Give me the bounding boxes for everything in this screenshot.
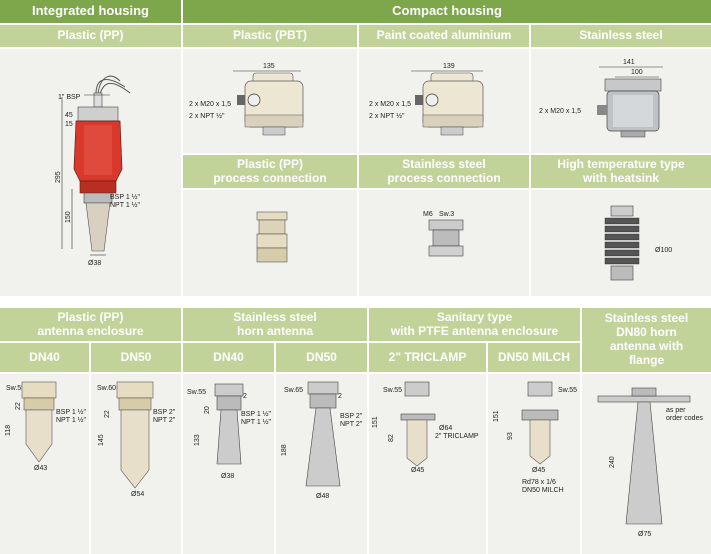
- subheader-pp-process-connection: Plastic (PP) process connection: [183, 155, 357, 188]
- label-22-b: 22: [104, 410, 111, 418]
- label-sw60: Sw.60: [97, 385, 116, 392]
- label-npt-half-alu: 2 x NPT ½": [369, 112, 405, 120]
- label-151-b: 151: [493, 410, 500, 422]
- integrated-sensor-drawing: 1" BSP 45 15 295 150 BSP 1 ½" NPT 1 ½" Ø…: [55, 75, 141, 267]
- label-240: 240: [609, 456, 616, 468]
- label-151-a: 151: [372, 416, 379, 428]
- label-bsp2-b: BSP 2": [340, 413, 363, 420]
- subheader-dn50-ss: DN50: [276, 343, 367, 372]
- label-2-a: 2: [243, 393, 247, 400]
- label-npt-1-5: NPT 1 ½": [110, 201, 140, 209]
- label-rd78: Rd78 x 1/6: [522, 479, 556, 486]
- pp-process-connection-drawing: [256, 211, 288, 263]
- label-sw55-a: Sw.55: [6, 385, 25, 392]
- pbt-housing-drawing: 135 2 x M20 x 1,5 2 x NPT ½": [189, 63, 304, 136]
- label-m20: 2 x M20 x 1,5: [189, 101, 231, 108]
- label-1in-bsp: 1" BSP: [58, 94, 81, 101]
- triclamp-drawing: Sw.55 151 82 Ø64 2" TRICLAMP Ø45: [372, 381, 479, 474]
- label-npt15-b: NPT 1 ½": [241, 418, 271, 426]
- label-triclamp: 2" TRICLAMP: [435, 433, 479, 440]
- milch-drawing: Sw.55 151 93 Ø45 Rd78 x 1/6 DN50 MILCH: [493, 381, 577, 494]
- label-npt-half: 2 x NPT ½": [189, 112, 225, 120]
- cell-triclamp: [369, 374, 486, 554]
- label-135: 135: [263, 63, 275, 70]
- label-bsp15-b: BSP 1 ½": [241, 410, 272, 418]
- label-22-a: 22: [15, 402, 22, 410]
- label-141: 141: [623, 59, 635, 66]
- label-d45-a: Ø45: [411, 467, 424, 474]
- subheader-stainless-steel: Stainless steel: [531, 25, 711, 47]
- header-integrated-housing: Integrated housing: [0, 0, 181, 23]
- cell-dn50-milch: [488, 374, 580, 554]
- subheader-high-temperature: High temperature type with heatsink: [531, 155, 711, 188]
- label-sw65: Sw.65: [284, 387, 303, 394]
- pp-dn40-drawing: Sw.55 22 118 BSP 1 ½" NPT 1 ½" Ø43: [5, 381, 87, 472]
- heatsink-drawing: Ø100: [604, 205, 672, 281]
- label-d75: Ø75: [638, 531, 651, 538]
- label-sw55-c: Sw.55: [383, 387, 402, 394]
- label-d43: Ø43: [34, 465, 47, 472]
- ss-process-connection-drawing: M6 Sw.3: [423, 211, 464, 257]
- label-d38: Ø38: [88, 260, 101, 267]
- aluminium-housing-drawing: 139 2 x M20 x 1,5 2 x NPT ½": [369, 63, 484, 136]
- subheader-paint-coated-aluminium: Paint coated aluminium: [359, 25, 529, 47]
- label-145: 145: [98, 434, 105, 446]
- label-npt2-b: NPT 2": [340, 421, 363, 428]
- label-d64: Ø64: [439, 425, 452, 432]
- label-m20-ss: 2 x M20 x 1,5: [539, 108, 581, 115]
- label-150: 150: [65, 211, 72, 223]
- label-m6: M6: [423, 211, 433, 218]
- label-npt2-a: NPT 2": [153, 417, 176, 424]
- subheader-dn50-milch: DN50 MILCH: [488, 343, 580, 372]
- label-139: 139: [443, 63, 455, 70]
- subheader-ss-process-connection: Stainless steel process connection: [359, 155, 529, 188]
- label-15: 15: [65, 121, 73, 128]
- subheader-dn50-pp: DN50: [91, 343, 181, 372]
- label-bsp15-a: BSP 1 ½": [56, 408, 87, 416]
- ss-dn40-drawing: Sw.55 20 2 133 BSP 1 ½" NPT 1 ½" Ø38: [187, 383, 272, 480]
- pp-dn50-drawing: Sw.60 22 145 BSP 2" NPT 2" Ø54: [97, 381, 176, 498]
- label-d48: Ø48: [316, 493, 329, 500]
- label-bsp2-a: BSP 2": [153, 409, 176, 416]
- subheader-ss-horn-antenna: Stainless steel horn antenna: [183, 308, 367, 341]
- label-npt15-a: NPT 1 ½": [56, 416, 86, 424]
- label-sw55-b: Sw.55: [187, 389, 206, 396]
- label-sw3: Sw.3: [439, 211, 454, 218]
- label-order-codes: order codes: [666, 415, 703, 422]
- label-as-per: as per: [666, 407, 686, 414]
- label-93: 93: [507, 432, 514, 440]
- label-82: 82: [388, 434, 395, 442]
- label-dn50-milch: DN50 MILCH: [522, 487, 564, 494]
- label-45: 45: [65, 112, 73, 119]
- label-100: 100: [631, 69, 643, 76]
- subheader-sanitary-type: Sanitary type with PTFE antenna enclosur…: [369, 308, 580, 341]
- label-d38-b: Ø38: [221, 473, 234, 480]
- label-d100: Ø100: [655, 247, 672, 254]
- label-295: 295: [55, 171, 62, 183]
- ss-dn50-drawing: Sw.65 2 188 BSP 2" NPT 2" Ø48: [281, 381, 363, 500]
- subheader-dn40-pp: DN40: [0, 343, 89, 372]
- header-compact-housing: Compact housing: [183, 0, 711, 23]
- label-m20-alu: 2 x M20 x 1,5: [369, 101, 411, 108]
- dn80-horn-drawing: as per order codes 240 Ø75: [597, 387, 703, 538]
- label-bsp-1-5: BSP 1 ½": [110, 193, 141, 201]
- label-sw55-d: Sw.55: [558, 387, 577, 394]
- label-2-b: 2: [338, 393, 342, 400]
- subheader-plastic-pp: Plastic (PP): [0, 25, 181, 47]
- label-20-a: 20: [204, 406, 211, 414]
- subheader-dn40-ss: DN40: [183, 343, 274, 372]
- label-133: 133: [194, 434, 201, 446]
- subheader-pp-antenna-enclosure: Plastic (PP) antenna enclosure: [0, 308, 181, 341]
- subheader-triclamp: 2" TRICLAMP: [369, 343, 486, 372]
- label-118: 118: [5, 425, 12, 436]
- label-d45-b: Ø45: [532, 467, 545, 474]
- subheader-dn80-horn: Stainless steel DN80 horn antenna with f…: [582, 308, 711, 372]
- subheader-plastic-pbt: Plastic (PBT): [183, 25, 357, 47]
- stainless-housing-drawing: 141 100 2 x M20 x 1,5: [539, 59, 663, 138]
- label-188: 188: [281, 444, 288, 456]
- label-d54: Ø54: [131, 491, 144, 498]
